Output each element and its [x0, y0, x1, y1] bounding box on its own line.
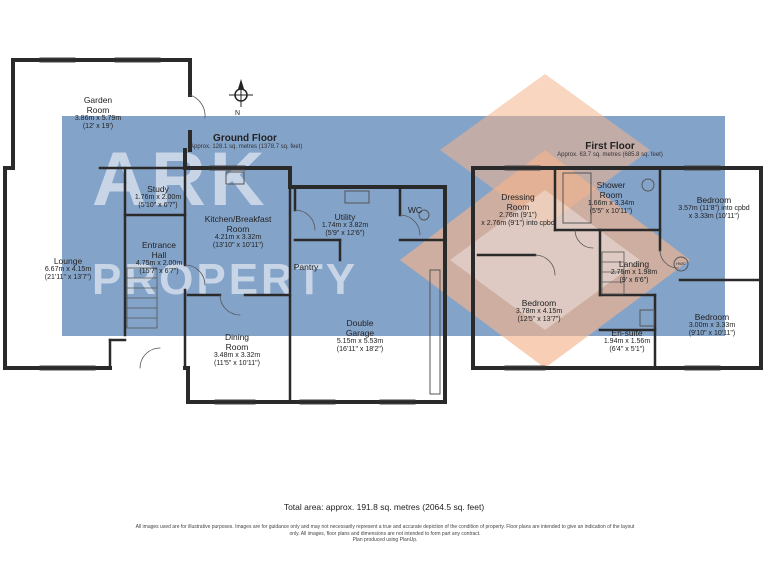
room-entrance-hall: Entrance Hall 4.75m x 2.00m (15'7" x 6'7…: [135, 240, 183, 275]
first-floor-interior-walls: [476, 166, 763, 370]
ground-floor-name: Ground Floor: [213, 133, 277, 144]
brand-diamond-inner: [450, 190, 640, 330]
staircase-ground: [126, 267, 158, 329]
room-ensuite: En-suite 1.94m x 1.56m (6'4" x 5'1"): [603, 328, 651, 353]
staircase-first: [601, 251, 625, 295]
room-utility: Utility 1.74m x 3.82m (5'9" x 12'6"): [321, 212, 369, 237]
room-bedroom-c: Bedroom 3.00m x 3.33m (9'10" x 10'11"): [688, 312, 736, 337]
total-area: Total area: approx. 191.8 sq. metres (20…: [283, 502, 485, 512]
room-shower-room: Shower Room 1.66m x 3.34m (5'5" x 10'11"…: [587, 180, 635, 215]
first-floor-name: First Floor: [585, 141, 635, 152]
room-dining-room: Dining Room 3.48m x 3.32m (11'5" x 10'11…: [213, 332, 261, 367]
room-dressing-room: Dressing Room 2.76m (9'1") x 2.76m (9'1"…: [481, 192, 555, 227]
room-lounge: Lounge 6.67m x 4.15m (21'11" x 13'7"): [44, 256, 92, 281]
ground-floor-title: Ground Floor Approx. 128.1 sq. metres (1…: [190, 133, 303, 150]
compass-label: N: [235, 110, 241, 117]
room-double-garage: Double Garage 5.15m x 5.53m (16'11" x 18…: [336, 318, 384, 353]
first-floor-title: First Floor Approx. 63.7 sq. metres (685…: [555, 141, 665, 158]
room-bedroom-a: Bedroom 3.57m (11'8") into cpbd x 3.33m …: [678, 195, 750, 220]
compass-icon: [229, 79, 253, 107]
first-floor-outline: [471, 166, 763, 370]
fixtures: [225, 171, 689, 395]
windows: [39, 57, 721, 405]
room-pantry: Pantry: [293, 262, 319, 272]
room-study: Study 1.76m x 2.00m (5'10" x 6'7"): [134, 184, 182, 209]
ground-floor-interior-walls: [98, 166, 447, 404]
hwc-label: HWC: [676, 261, 686, 266]
ground-floor-outline: [3, 58, 447, 404]
room-kitchen: Kitchen/Breakfast Room 4.21m x 3.32m (13…: [204, 214, 272, 249]
ground-floor-area: Approx. 128.1 sq. metres (1378.7 sq. fee…: [190, 144, 303, 150]
room-garden-room: Garden Room 3.86m x 5.79m (12' x 19'): [74, 95, 122, 130]
room-wc: WC: [407, 205, 423, 215]
brand-line1: ARK: [92, 137, 269, 222]
brand-line2: PROPERTY: [92, 255, 359, 304]
first-floor-area: Approx. 63.7 sq. metres (685.8 sq. feet): [557, 152, 663, 158]
room-bedroom-b: Bedroom 3.78m x 4.15m (12'5" x 13'7"): [515, 298, 563, 323]
disclaimer: All images used are for illustrative pur…: [135, 524, 635, 543]
room-landing: Landing 2.75m x 1.98m (9' x 6'6"): [610, 259, 658, 284]
